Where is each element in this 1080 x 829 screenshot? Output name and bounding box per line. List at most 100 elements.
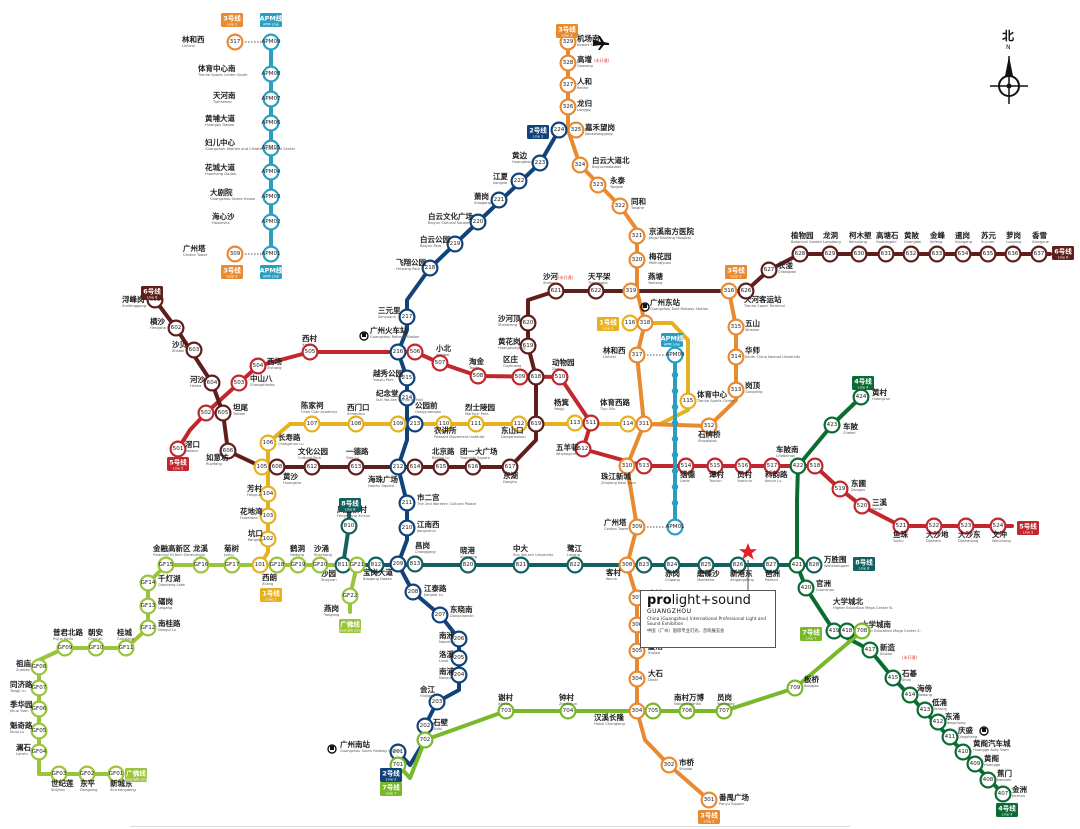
- station-gf-21[interactable]: GF21: [348, 556, 366, 574]
- station-6-19[interactable]: 619: [527, 415, 545, 433]
- station-apm-01[interactable]: APM01: [665, 518, 685, 536]
- station-5-18[interactable]: 518: [806, 457, 824, 475]
- station-8-13[interactable]: 813: [406, 555, 424, 573]
- station-7-05[interactable]: 705: [644, 702, 662, 720]
- station-8-28[interactable]: 828: [805, 556, 823, 574]
- station-3-25[interactable]: 325: [567, 121, 585, 139]
- station-gf-18[interactable]: GF18: [268, 556, 286, 574]
- station-2-13[interactable]: 213: [406, 415, 424, 433]
- station-apm-09[interactable]: APM09: [261, 33, 281, 51]
- station-6-05[interactable]: 605: [214, 404, 232, 422]
- station-5-13[interactable]: 513: [635, 457, 653, 475]
- station-apm-09[interactable]: APM09: [665, 346, 685, 364]
